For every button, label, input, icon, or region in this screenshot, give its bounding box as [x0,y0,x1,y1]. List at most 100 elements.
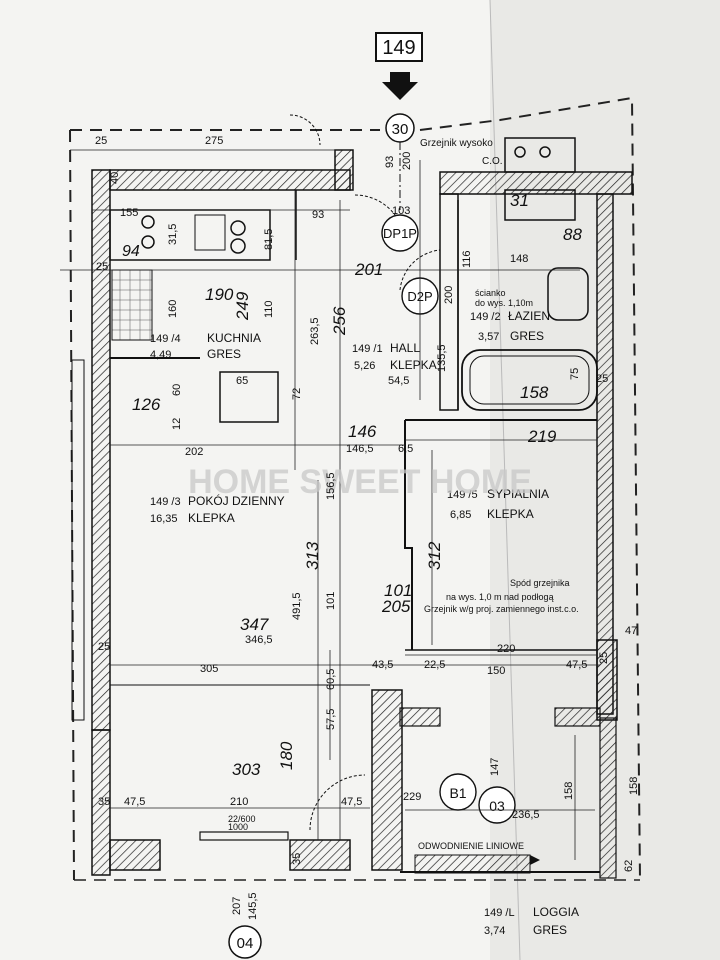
room-label-kitchen: 149 /4 KUCHNIA 4,49 GRES [150,331,261,361]
dimension-label: 200 [401,152,413,170]
dimension-label: 220 [497,643,515,655]
room-code: 149 /2 [470,311,501,323]
handwritten-note: 313 [303,541,322,570]
room-code: 149 /4 [150,333,181,345]
room-floor: GRES [533,923,567,937]
dimension-label: 305 [200,663,218,675]
note-drainage: ODWODNIENIE LINIOWE [418,841,524,851]
handwritten-note: 101 [384,581,412,600]
handwritten-note: 180 [277,741,296,770]
dimension-labels: 25 275 40 93 200 103 25 155 31,5 160 110… [95,135,640,920]
dimension-label: 62 [623,860,635,872]
handwritten-annotations: 94 190 249 126 256 201 146 313 312 101 2… [122,191,582,779]
dimension-label: 25 [96,261,108,273]
wall-right [596,193,614,715]
toilet-icon [547,267,589,321]
dimension-label: 57,5 [325,709,337,730]
note-radiator-bottom: Spód grzejnika [510,578,570,588]
dimension-label: 156,5 [325,472,337,500]
wall-bedroom-left [404,420,413,650]
dimension-label: 35 [98,796,110,808]
dimension-label: 146,5 [346,443,374,455]
dimension-label: 158 [628,777,640,795]
room-floor: KLEPKA [487,507,534,521]
handwritten-note: 303 [232,760,261,779]
door-tag-o3-label: 03 [489,798,505,814]
room-floor: KLEPKA [188,511,235,525]
room-name: ŁAZIEN [508,309,550,323]
dimension-label: 101 [325,592,337,610]
handwritten-note: 347 [240,615,269,634]
handwritten-note: 219 [527,427,557,446]
arrow-down-icon [382,72,418,100]
wall-top-shaft [334,149,354,191]
dimension-label: 25 [98,641,110,653]
wall-loggia-sill-right [554,707,601,727]
room-area: 3,57 [478,331,499,343]
dimension-lines [60,149,600,860]
handwritten-note: 94 [122,243,140,260]
handwritten-note: 126 [132,395,161,414]
dimension-label: 200 [443,286,455,304]
dashed-outline [69,96,641,881]
room-name: POKÓJ DZIENNY [188,493,285,508]
handwritten-note: 158 [520,383,549,402]
dimension-label: 25 [596,373,608,385]
dimension-label: 47,5 [341,796,362,808]
note-vent2: 1000 [228,822,248,832]
room-floor: GRES [207,347,241,361]
dimension-label: 150 [487,665,505,677]
axis-label-bottom: 04 [237,935,254,952]
door-swing-bath [399,249,441,291]
room-label-bedroom: 149 /5 SYPIALNIA 6,85 KLEPKA [447,487,549,521]
room-name: HALL [390,341,420,355]
dimension-label: 160 [167,300,179,318]
door-tag-dp1p [381,214,419,252]
tap-icon [539,146,551,158]
kitchen-counter-block [219,371,279,423]
dimension-label: 236,5 [512,809,540,821]
dimension-label: 346,5 [245,634,273,646]
wall-bottom-left [109,839,161,871]
room-code: 149 /L [484,907,515,919]
dimension-label: 35 [291,853,303,865]
note-radiator-project: Grzejnik w/g proj. zamiennego inst.c.o. [424,604,579,614]
door-tag-dp1p-label: DP1P [383,226,417,241]
stove-burner-icon [230,220,246,236]
wall-loggia-left [371,689,403,871]
walls [71,149,633,879]
room-floor: GRES [510,329,544,343]
room-name: LOGGIA [533,905,579,919]
dimension-label: 103 [392,205,410,217]
room-area: 3,74 [484,925,505,937]
dimension-label: 155 [120,207,138,219]
dimension-label: 25 [598,652,610,664]
note-vent: 22/600 [228,814,256,824]
note-wall-tile-height: do wys. 1,10m [475,298,533,308]
co-box [504,137,576,173]
note-radiator-height: na wys. 1,0 m nad podłogą [446,592,554,602]
dimension-label: 47 [625,625,637,637]
dimension-label: 72 [291,388,303,400]
note-radiator-high: Grzejnik wysoko [420,138,493,149]
dimension-label: 6,5 [398,443,413,455]
handwritten-note: 146 [348,422,377,441]
handwritten-note: 256 [330,306,349,336]
dimension-label: 147 [489,758,501,776]
dimension-label: 145,5 [247,892,259,920]
door-swing-top [289,114,321,146]
dimension-label: 54,5 [388,375,409,387]
room-floor: KLEPKA [390,358,437,372]
room-area: 16,35 [150,513,178,525]
handwritten-note: 249 [233,291,252,321]
room-label-hall: 149 /1 HALL 5,26 KLEPKA [352,341,437,372]
handwritten-note: 201 [354,260,383,279]
note-wall-tile: ścianko [475,288,506,298]
dimension-label: 158 [563,782,575,800]
room-label-bathroom: 149 /2 ŁAZIEN 3,57 GRES [470,309,550,343]
bathtub-inner [469,355,590,405]
unit-number-box [375,32,423,62]
dimension-label: 40 [109,172,121,184]
room-name: SYPIALNIA [487,487,549,501]
